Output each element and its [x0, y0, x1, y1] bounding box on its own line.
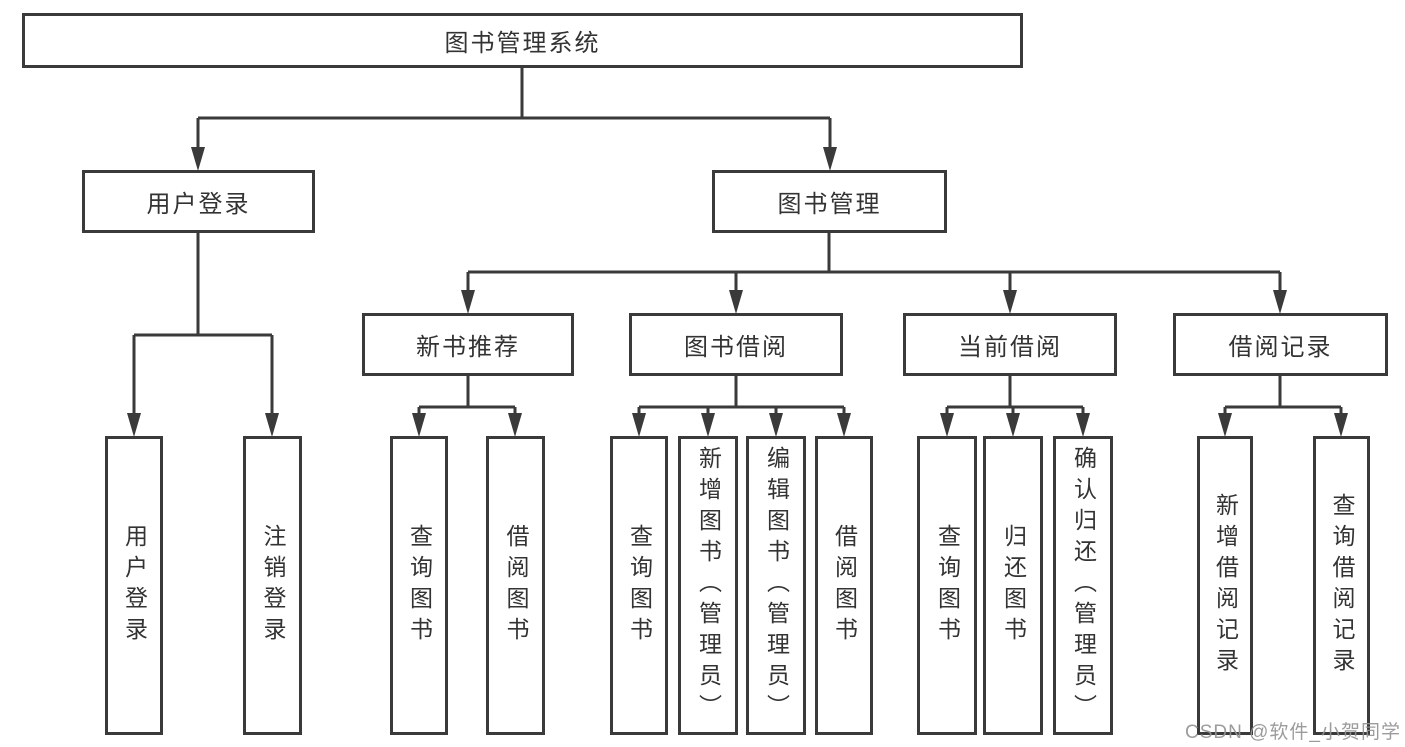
leaf-logout: 注销登录 — [243, 436, 302, 735]
leaf-query-borrow-record-label: 查询借阅记录 — [1329, 492, 1355, 679]
node-book-borrow-label: 图书借阅 — [684, 334, 788, 361]
leaf-query-books-2: 查询图书 — [610, 436, 668, 735]
leaf-query-books-1-label: 查询图书 — [406, 523, 433, 648]
leaf-edit-books-admin-label: 编辑图书（管理员） — [763, 446, 790, 725]
leaf-add-borrow-record: 新增借阅记录 — [1197, 436, 1253, 735]
node-root: 图书管理系统 — [22, 13, 1023, 68]
node-book-management: 图书管理 — [712, 170, 947, 233]
node-borrow-records: 借阅记录 — [1173, 313, 1388, 376]
leaf-query-books-3: 查询图书 — [917, 436, 977, 735]
leaf-edit-books-admin: 编辑图书（管理员） — [746, 436, 806, 735]
node-book-borrow: 图书借阅 — [629, 313, 843, 376]
leaf-return-books-label: 归还图书 — [1000, 523, 1027, 648]
leaf-return-books: 归还图书 — [983, 436, 1043, 735]
node-user-login-label: 用户登录 — [146, 191, 251, 218]
leaf-borrow-books-1: 借阅图书 — [486, 436, 545, 735]
leaf-logout-label: 注销登录 — [260, 523, 286, 648]
leaf-borrow-books-2: 借阅图书 — [815, 436, 873, 735]
leaf-user-login-label: 用户登录 — [121, 523, 148, 648]
node-current-borrow: 当前借阅 — [903, 313, 1117, 376]
leaf-query-books-1: 查询图书 — [390, 436, 448, 735]
leaf-query-borrow-record: 查询借阅记录 — [1313, 436, 1370, 735]
node-borrow-records-label: 借阅记录 — [1228, 334, 1333, 361]
watermark-text: CSDN @软件_小贺同学 — [1185, 722, 1401, 743]
leaf-confirm-return-admin-label: 确认归还（管理员） — [1070, 446, 1097, 725]
leaf-borrow-books-1-label: 借阅图书 — [503, 523, 529, 648]
node-new-book-recommend: 新书推荐 — [362, 313, 574, 376]
leaf-add-books-admin-label: 新增图书（管理员） — [695, 446, 722, 725]
node-root-label: 图书管理系统 — [444, 30, 601, 57]
leaf-borrow-books-2-label: 借阅图书 — [831, 523, 858, 648]
node-new-book-recommend-label: 新书推荐 — [416, 334, 520, 361]
leaf-user-login: 用户登录 — [105, 436, 163, 735]
leaf-add-books-admin: 新增图书（管理员） — [678, 436, 738, 735]
node-book-management-label: 图书管理 — [777, 191, 882, 218]
leaf-add-borrow-record-label: 新增借阅记录 — [1212, 492, 1239, 679]
leaf-query-books-2-label: 查询图书 — [626, 523, 653, 648]
leaf-confirm-return-admin: 确认归还（管理员） — [1053, 436, 1113, 735]
leaf-query-books-3-label: 查询图书 — [934, 523, 961, 648]
node-user-login: 用户登录 — [82, 170, 315, 233]
node-current-borrow-label: 当前借阅 — [958, 334, 1062, 361]
